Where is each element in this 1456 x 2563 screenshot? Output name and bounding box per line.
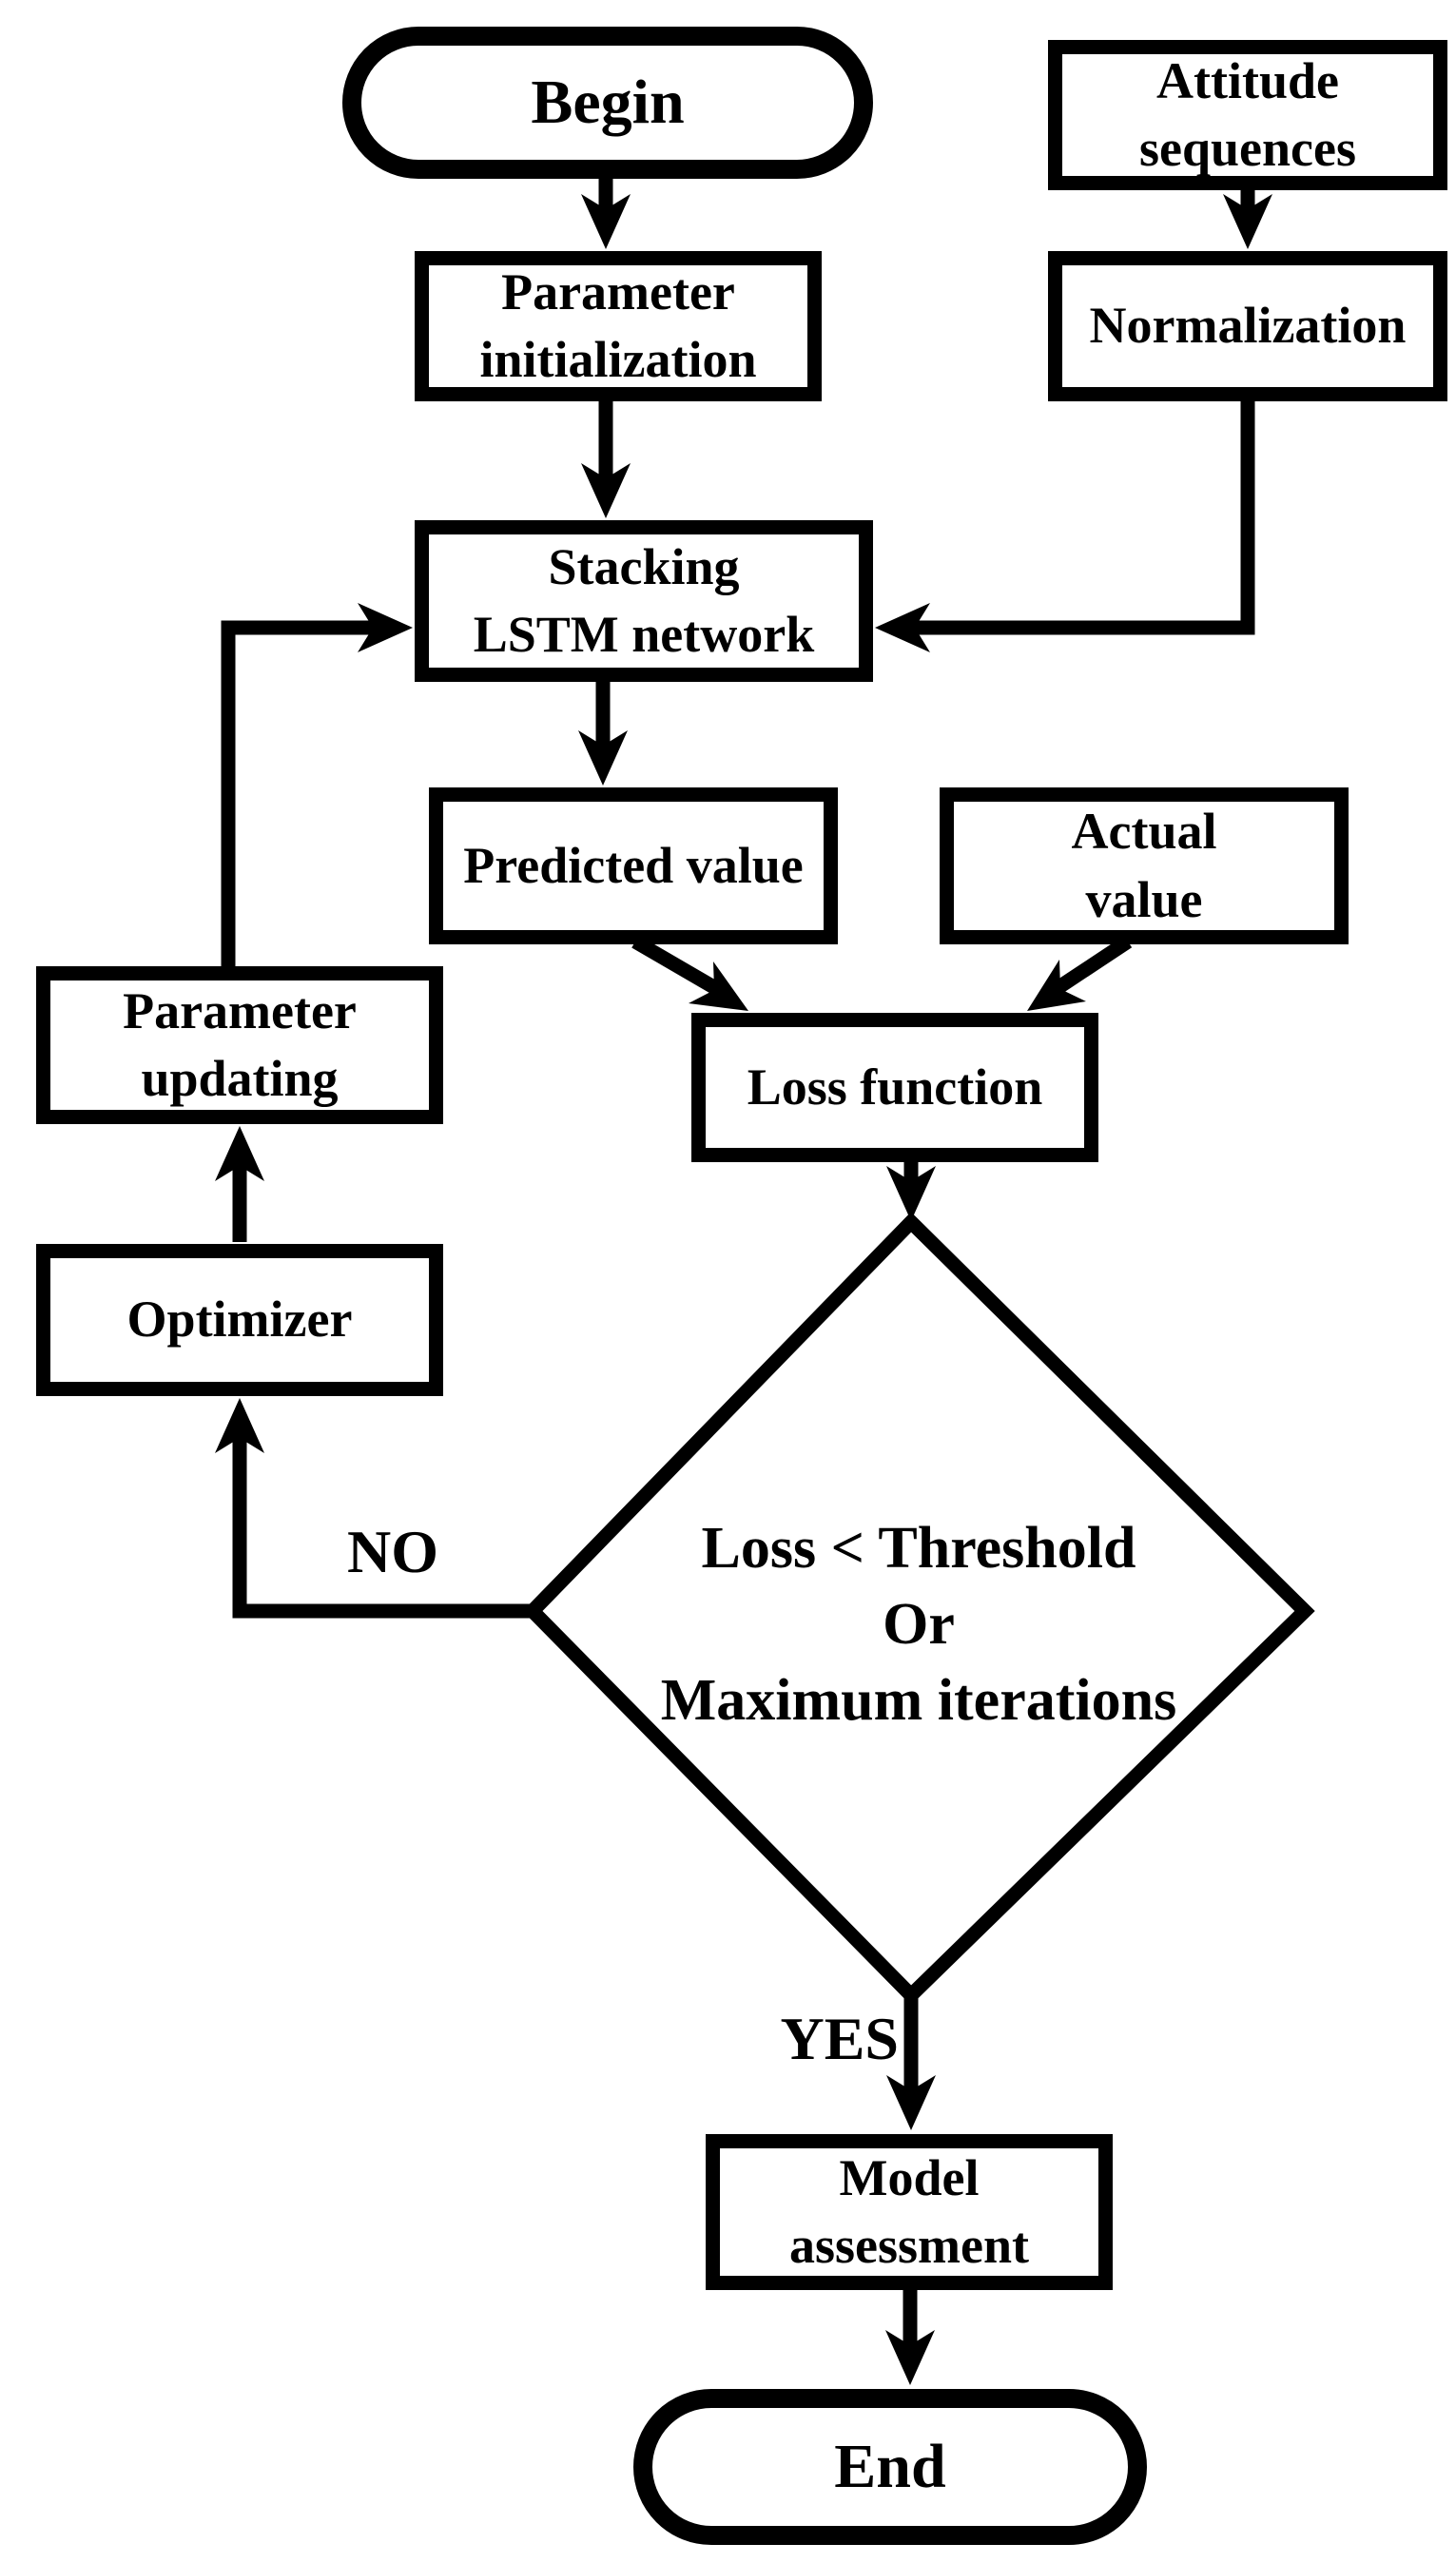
node-attitude-line2: sequences bbox=[1139, 120, 1356, 177]
arrowhead-into-stacking-top bbox=[581, 463, 631, 518]
node-param-updating-line1: Parameter bbox=[123, 981, 357, 1039]
edge-label-yes: YES bbox=[780, 2005, 900, 2072]
arrowhead-actual-into-loss bbox=[1027, 960, 1086, 1011]
node-end: End bbox=[633, 2389, 1147, 2545]
node-predicted-value: Predicted value bbox=[429, 787, 838, 944]
edge-predicted-to-loss bbox=[631, 935, 721, 996]
node-normalization: Normalization bbox=[1048, 251, 1447, 401]
node-optimizer: Optimizer bbox=[36, 1244, 443, 1396]
node-attitude-sequences: Attitude sequences bbox=[1048, 40, 1447, 190]
node-param-init-line1: Parameter bbox=[501, 262, 735, 320]
node-decision-text: Loss < Threshold Or Maximum iterations bbox=[533, 1510, 1305, 1738]
node-model-line1: Model bbox=[839, 2148, 980, 2206]
node-optimizer-label: Optimizer bbox=[126, 1291, 353, 1349]
node-loss-function: Loss function bbox=[691, 1013, 1098, 1162]
arrowhead-into-end bbox=[885, 2330, 935, 2385]
node-actual-line1: Actual bbox=[1071, 803, 1217, 861]
node-end-label: End bbox=[834, 2432, 946, 2502]
edge-label-no: NO bbox=[347, 1518, 438, 1585]
arrowhead-into-stacking-left bbox=[358, 603, 413, 652]
node-model-assessment: Model assessment bbox=[706, 2134, 1113, 2290]
edge-decision-no-to-optimizer bbox=[232, 1438, 533, 1619]
decision-line1: Loss < Threshold bbox=[701, 1516, 1136, 1581]
arrowhead-into-decision bbox=[886, 1166, 936, 1221]
node-stacking-lstm-network: Stacking LSTM network bbox=[415, 520, 873, 682]
node-actual-value: Actual value bbox=[940, 787, 1349, 944]
node-normalization-label: Normalization bbox=[1089, 297, 1407, 355]
node-stacking-line2: LSTM network bbox=[473, 606, 815, 663]
decision-line3: Maximum iterations bbox=[660, 1668, 1177, 1733]
node-parameter-updating: Parameter updating bbox=[36, 966, 443, 1124]
node-param-init-line2: initialization bbox=[479, 331, 757, 388]
edge-param-updating-to-stacking bbox=[221, 620, 373, 966]
node-model-line2: assessment bbox=[789, 2217, 1029, 2274]
arrowhead-into-normalization bbox=[1223, 194, 1272, 249]
node-param-updating-line2: updating bbox=[141, 1050, 339, 1107]
edge-normalization-to-stacking bbox=[915, 399, 1255, 635]
arrowhead-into-stacking-right bbox=[875, 603, 930, 652]
arrowhead-into-predicted bbox=[578, 730, 628, 786]
arrowhead-into-optimizer bbox=[215, 1398, 264, 1453]
node-parameter-initialization: Parameter initialization bbox=[415, 251, 822, 401]
node-loss-label: Loss function bbox=[747, 1058, 1043, 1116]
node-predicted-label: Predicted value bbox=[463, 836, 804, 894]
decision-line2: Or bbox=[883, 1592, 955, 1657]
node-begin: Begin bbox=[342, 27, 873, 179]
arrowhead-predicted-into-loss bbox=[689, 961, 748, 1011]
edge-actual-to-loss bbox=[1053, 935, 1133, 995]
node-actual-line2: value bbox=[1085, 870, 1203, 928]
arrowhead-into-model bbox=[886, 2075, 936, 2130]
node-stacking-line1: Stacking bbox=[548, 537, 740, 595]
arrowhead-into-param-updating bbox=[215, 1126, 264, 1181]
node-begin-label: Begin bbox=[531, 68, 685, 138]
arrowhead-into-param-init bbox=[581, 194, 631, 249]
node-attitude-line1: Attitude bbox=[1156, 51, 1339, 109]
